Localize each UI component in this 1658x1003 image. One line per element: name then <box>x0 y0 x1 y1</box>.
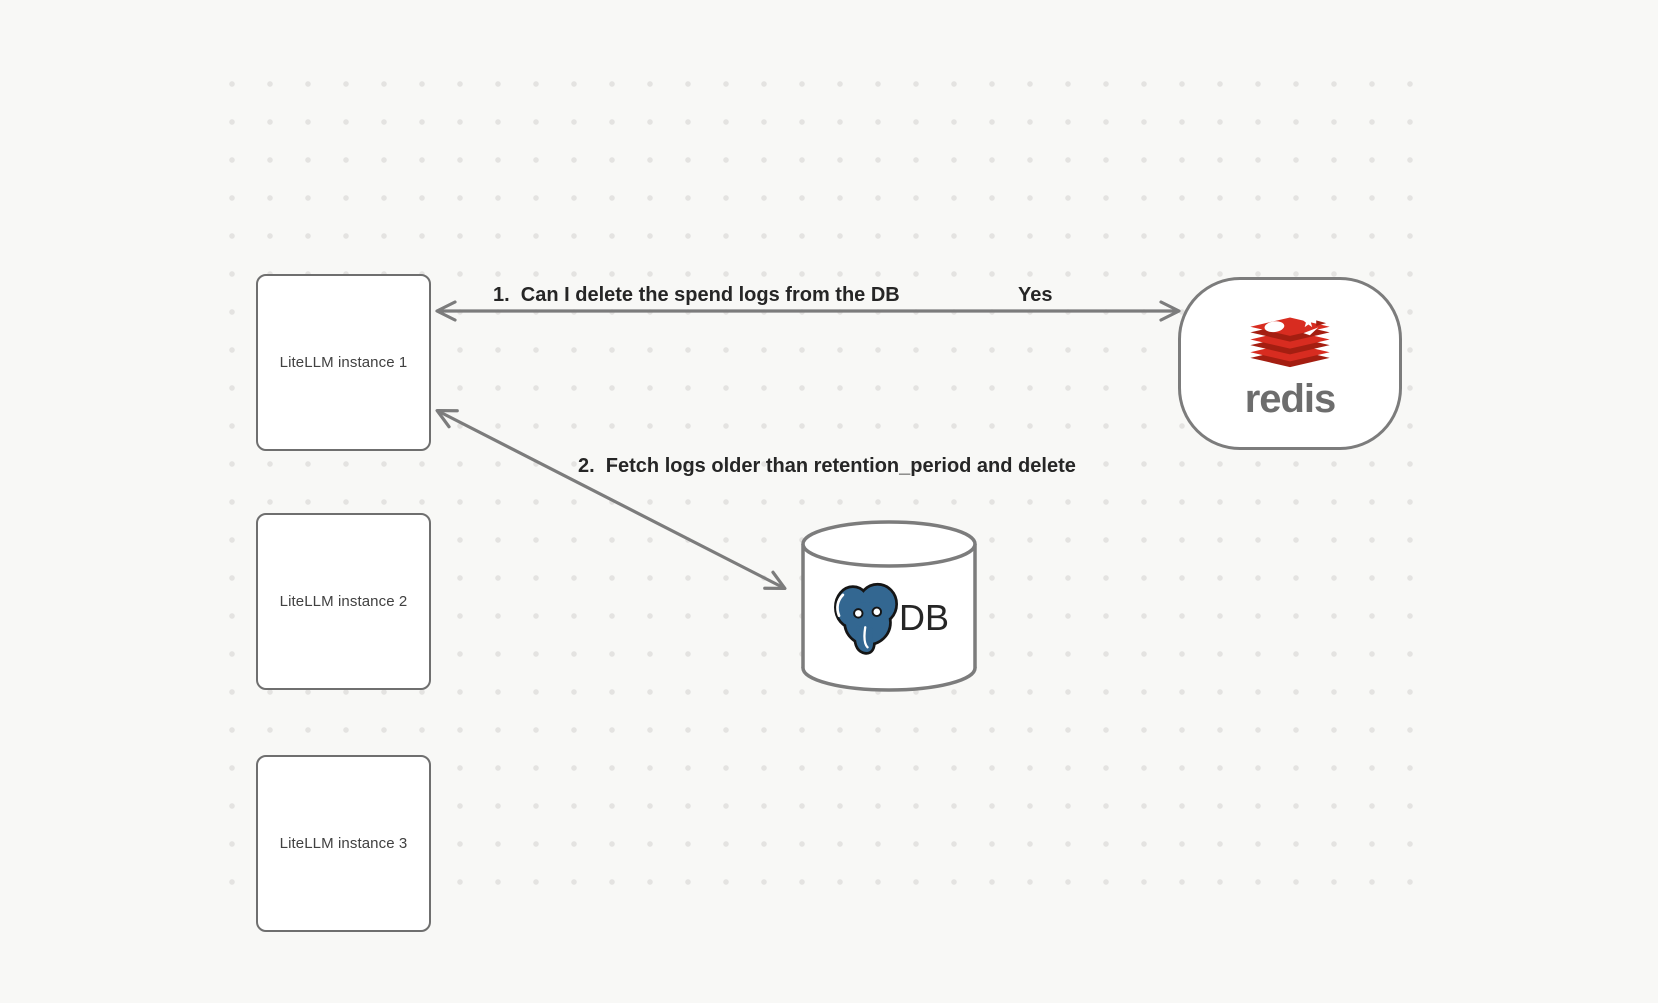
node-redis-label: redis <box>1244 376 1337 421</box>
node-litellm-2[interactable]: LiteLLM instance 2 <box>256 513 431 690</box>
node-litellm-1[interactable]: LiteLLM instance 1 <box>256 274 431 451</box>
node-redis[interactable]: redis <box>1178 277 1402 450</box>
edge-1-label[interactable]: 1. Can I delete the spend logs from the … <box>493 284 900 306</box>
node-litellm-3-label: LiteLLM instance 3 <box>279 835 408 852</box>
node-litellm-1-label: LiteLLM instance 1 <box>279 354 408 371</box>
postgresql-icon <box>833 582 898 655</box>
edge-1-response[interactable]: Yes <box>1018 284 1053 306</box>
node-litellm-3[interactable]: LiteLLM instance 3 <box>256 755 431 932</box>
edge-2-label[interactable]: 2. Fetch logs older than retention_perio… <box>578 455 1076 477</box>
node-db-label: DB <box>898 597 949 638</box>
node-litellm-2-label: LiteLLM instance 2 <box>279 593 408 610</box>
node-db[interactable]: DB <box>799 518 979 695</box>
db-cylinder-shape <box>801 520 977 692</box>
redis-logo-icon <box>1250 314 1330 367</box>
edge-litellm1-db[interactable] <box>435 408 787 591</box>
